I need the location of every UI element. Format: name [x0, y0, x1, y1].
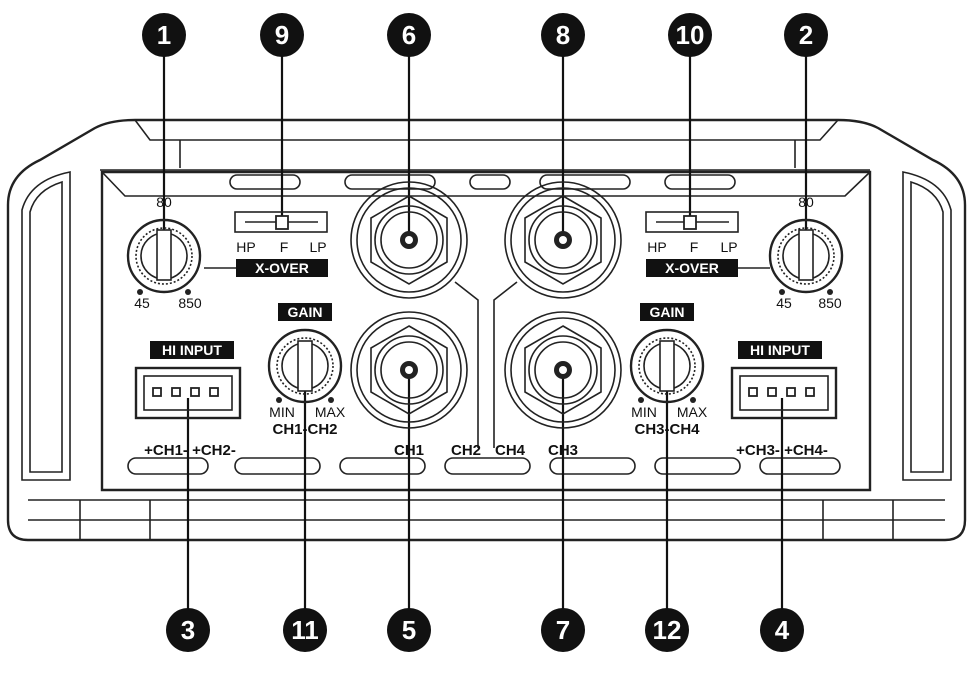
gain-right-title-bg — [640, 303, 694, 321]
xover-switch-left[interactable] — [234, 211, 328, 233]
ch2-route-line — [454, 281, 479, 448]
callout-3-number: 3 — [181, 615, 195, 645]
callout-leaders — [162, 40, 808, 628]
xover-left-freq-max: 850 — [178, 295, 202, 311]
xover-right-title-bg — [646, 259, 738, 277]
rca-ch4-label: CH4 — [495, 442, 526, 459]
callout-7-number: 7 — [556, 615, 570, 645]
xover-right-f: F — [690, 239, 699, 255]
xover-left-freq-top: 80 — [156, 194, 172, 210]
xover-left-title: X-OVER — [255, 260, 309, 276]
callout-2-number: 2 — [799, 20, 813, 50]
xover-right-lp: LP — [720, 239, 737, 255]
callout-11-number: 11 — [291, 615, 319, 645]
hi-input-right-title: HI INPUT — [750, 342, 810, 358]
callout-1-number: 1 — [157, 20, 171, 50]
gain-left-min: MIN — [269, 404, 295, 420]
hi-input-left-title-bg — [150, 341, 234, 359]
callout-6-number: 6 — [402, 20, 416, 50]
chassis — [6, 118, 967, 542]
xover-left-title-bg — [236, 259, 328, 277]
callout-2: 2 — [784, 13, 828, 57]
xover-left-f: F — [280, 239, 289, 255]
callout-3: 3 — [166, 608, 210, 652]
xover-left-hp: HP — [236, 239, 255, 255]
ch4-route-line — [493, 281, 518, 448]
rca-jack-6[interactable] — [350, 181, 468, 299]
callout-7: 7 — [541, 608, 585, 652]
hi-input-right-title-bg — [738, 341, 822, 359]
callout-8-number: 8 — [556, 20, 570, 50]
hi-input-right-pins: +CH3- +CH4- — [736, 442, 828, 459]
gain-right-title: GAIN — [650, 304, 685, 320]
xover-right-hp: HP — [647, 239, 666, 255]
hi-input-left-pins: +CH1- +CH2- — [144, 442, 236, 459]
rca-ch2-label: CH2 — [451, 442, 481, 459]
knob-max-dot — [827, 289, 833, 295]
rca-jack-5[interactable] — [350, 311, 468, 429]
knob-min-dot — [779, 289, 785, 295]
callout-4-number: 4 — [775, 615, 790, 645]
callout-5: 5 — [387, 608, 431, 652]
gain-left-title: GAIN — [288, 304, 323, 320]
gain-right-min: MIN — [631, 404, 657, 420]
callout-11: 11 — [283, 608, 327, 652]
rca-ch3-label: CH3 — [548, 442, 578, 459]
gain-max-dot — [690, 397, 696, 403]
callout-10: 10 — [668, 13, 712, 57]
gain-right-channels: CH3-CH4 — [634, 421, 700, 438]
gain-min-dot — [638, 397, 644, 403]
knob-min-dot — [137, 289, 143, 295]
hi-input-left-title: HI INPUT — [162, 342, 222, 358]
callout-5-number: 5 — [402, 615, 416, 645]
gain-min-dot — [276, 397, 282, 403]
rca-jack-7[interactable] — [504, 311, 622, 429]
callout-9: 9 — [260, 13, 304, 57]
callout-4: 4 — [760, 608, 804, 652]
callout-12: 12 — [645, 608, 689, 652]
knob-max-dot — [185, 289, 191, 295]
gain-knob-right[interactable] — [629, 328, 705, 404]
xover-right-title: X-OVER — [665, 260, 719, 276]
xover-right-freq-max: 850 — [818, 295, 842, 311]
gain-left-title-bg — [278, 303, 332, 321]
callout-9-number: 9 — [275, 20, 289, 50]
hi-input-connector-right[interactable] — [730, 366, 838, 420]
gain-left-channels: CH1-CH2 — [272, 421, 337, 438]
xover-right-freq-min: 45 — [776, 295, 792, 311]
gain-max-dot — [328, 397, 334, 403]
gain-knob-left[interactable] — [267, 328, 343, 404]
callout-1: 1 — [142, 13, 186, 57]
callout-6: 6 — [387, 13, 431, 57]
rca-ch1-label: CH1 — [394, 442, 424, 459]
xover-left-lp: LP — [309, 239, 326, 255]
rca-jack-8[interactable] — [504, 181, 622, 299]
callout-12-number: 12 — [653, 615, 682, 645]
gain-right-max: MAX — [677, 404, 708, 420]
xover-switch-right[interactable] — [645, 211, 739, 233]
xover-left-freq-min: 45 — [134, 295, 150, 311]
xover-knob-left[interactable] — [126, 218, 202, 294]
xover-right-freq-top: 80 — [798, 194, 814, 210]
gain-left-max: MAX — [315, 404, 346, 420]
xover-knob-right[interactable] — [768, 218, 844, 294]
hi-input-connector-left[interactable] — [134, 366, 242, 420]
callout-10-number: 10 — [676, 20, 705, 50]
callout-8: 8 — [541, 13, 585, 57]
